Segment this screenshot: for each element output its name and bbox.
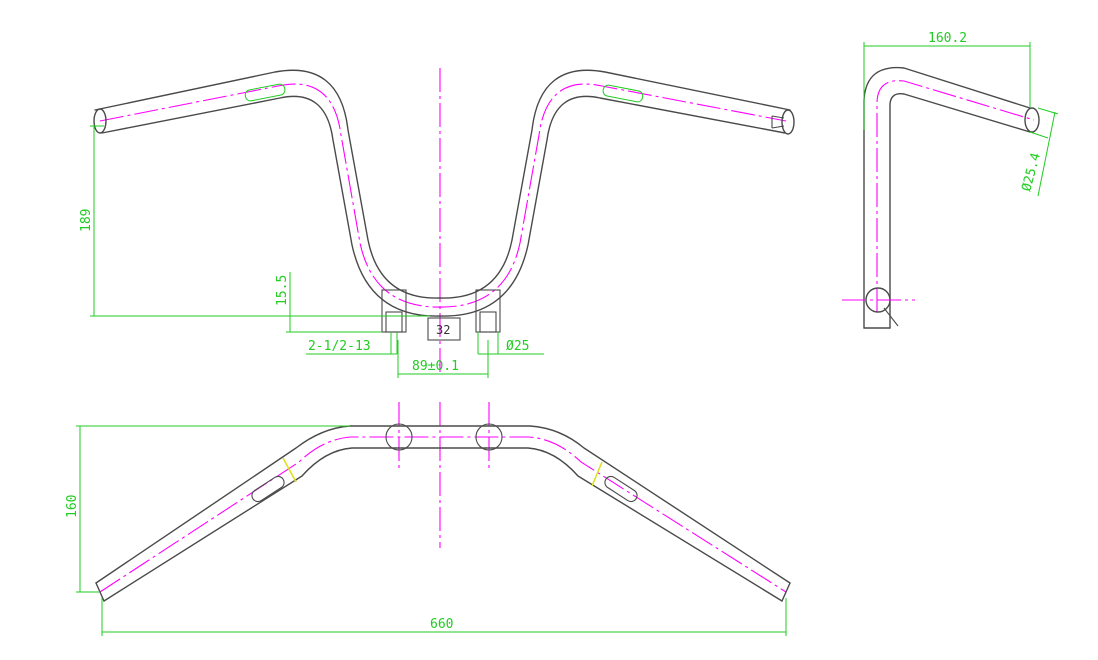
front-bar-inner-outline xyxy=(101,95,786,317)
dim-25-4-line xyxy=(1037,111,1056,197)
rise-height-label: 189 xyxy=(79,209,94,232)
side-bar-end xyxy=(1024,107,1040,133)
clamp-spacing-label: 89±0.1 xyxy=(412,359,459,374)
center-clamp-box xyxy=(427,317,461,341)
pullback-height-label: 160 xyxy=(65,495,80,518)
top-left-clamp-hole xyxy=(385,423,413,451)
left-bar-end xyxy=(93,108,107,134)
side-width-label: 160.2 xyxy=(928,31,967,46)
right-mount-thread xyxy=(479,311,497,333)
top-left-wiring-slot xyxy=(251,475,285,503)
side-dimensions: 160.2 Ø25.4 xyxy=(863,31,1059,197)
front-bar-centerline xyxy=(99,83,787,308)
top-dimensions: 160 660 xyxy=(65,425,787,636)
top-right-clamp-hole xyxy=(475,423,503,451)
dim-25-4-ext-bottom xyxy=(1029,131,1049,139)
right-bar-end xyxy=(781,109,795,135)
thread-label: 2-1/2-13 xyxy=(308,339,371,354)
side-view xyxy=(842,66,1040,329)
top-right-wiring-slot xyxy=(604,475,638,503)
clamp-diameter-label: Ø25 xyxy=(506,339,529,354)
right-wiring-slot xyxy=(602,84,644,103)
top-left-weld-mark xyxy=(282,457,297,483)
top-bar-outer-outline xyxy=(95,425,791,584)
left-wiring-slot xyxy=(244,83,286,102)
clamp-height-label: 15.5 xyxy=(275,275,290,306)
top-bar-inner-outline xyxy=(103,447,783,602)
top-view xyxy=(95,402,791,602)
top-right-end xyxy=(781,582,791,602)
front-dimensions: 189 15.5 2-1/2-13 Ø25 89±0.1 xyxy=(79,125,544,378)
top-right-weld-mark xyxy=(591,461,603,487)
side-mount-tab xyxy=(883,307,899,327)
side-bar-inner-outline xyxy=(889,93,1031,329)
left-mount-thread xyxy=(385,311,403,333)
clamp-width-label: 32 xyxy=(436,323,450,337)
overall-width-label: 660 xyxy=(430,617,453,632)
top-bar-centerline xyxy=(99,436,787,593)
side-bar-centerline xyxy=(876,80,1035,312)
front-bar-outer-outline xyxy=(94,69,791,299)
front-view: 32 xyxy=(93,68,795,372)
right-end-notch xyxy=(771,115,785,129)
